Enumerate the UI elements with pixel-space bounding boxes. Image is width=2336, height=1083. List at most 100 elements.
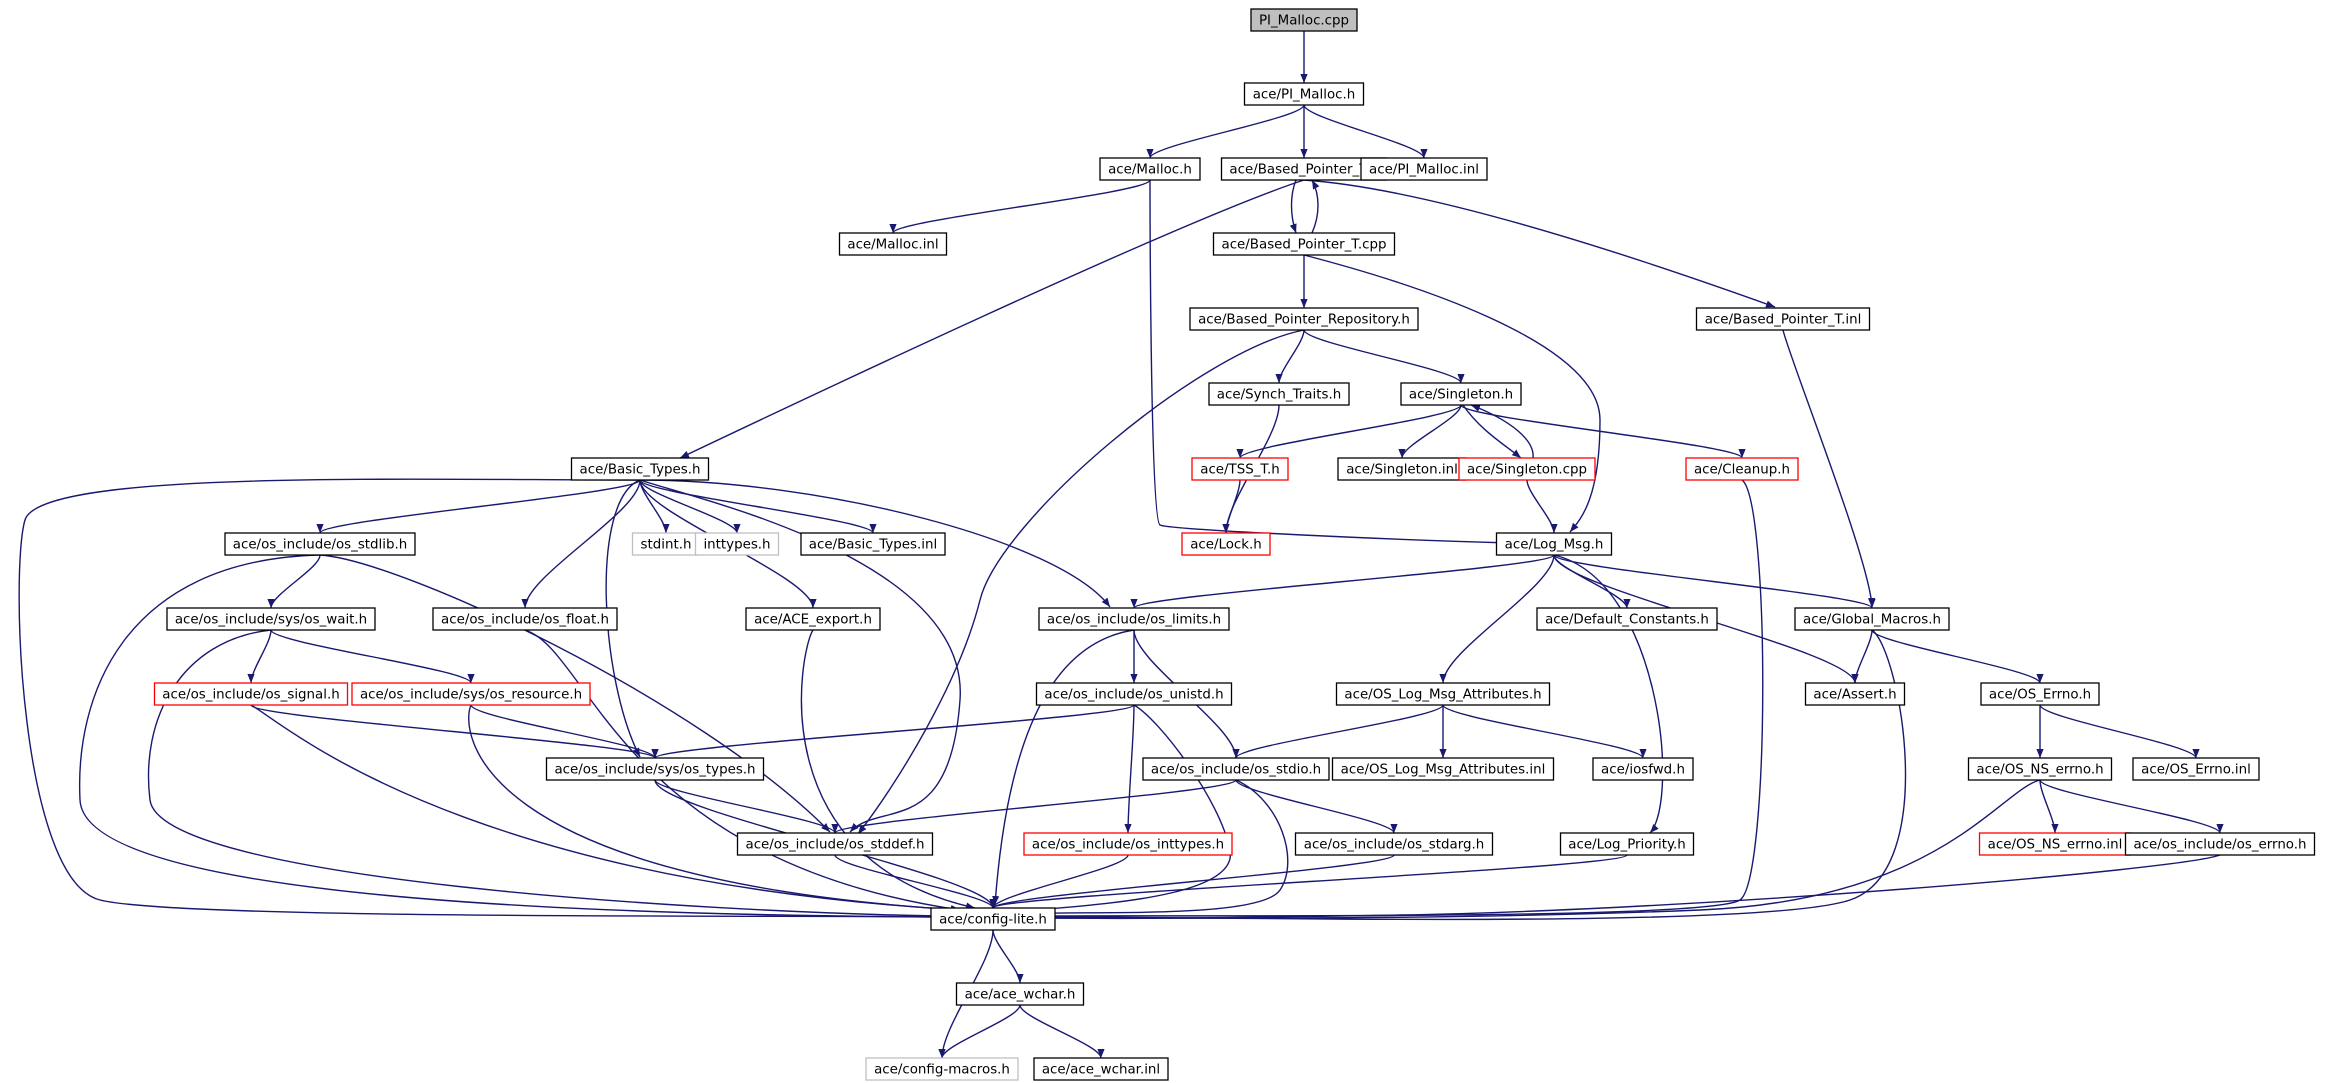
graph-node[interactable]: ace/Malloc.inl (838, 232, 948, 256)
node-label: ace/Malloc.inl (847, 238, 938, 253)
graph-node[interactable]: ace/OS_NS_errno.inl (1978, 832, 2132, 856)
graph-node[interactable]: ace/Based_Pointer_T.inl (1695, 307, 1871, 331)
graph-node[interactable]: ace/PI_Malloc.h (1243, 82, 1365, 106)
graph-node[interactable]: ace/OS_Log_Msg_Attributes.inl (1331, 757, 1555, 781)
graph-node[interactable]: ace/ace_wchar.inl (1033, 1057, 1169, 1081)
node-label: stdint.h (641, 538, 692, 553)
node-label: ace/Basic_Types.inl (809, 538, 937, 553)
graph-node[interactable]: ace/Singleton.cpp (1458, 457, 1596, 481)
graph-node[interactable]: ace/Based_Pointer_T.h (1220, 157, 1388, 181)
graph-node[interactable]: ace/Malloc.h (1099, 157, 1201, 181)
dependency-edge (1553, 554, 1631, 609)
node-box (865, 1057, 1019, 1081)
graph-node[interactable]: ace/Global_Macros.h (1794, 607, 1950, 631)
graph-node[interactable]: ace/os_include/sys/os_wait.h (166, 607, 376, 631)
dependency-edge (1553, 554, 1664, 834)
node-label: ace/PI_Malloc.inl (1369, 163, 1479, 178)
dependency-edge (1303, 179, 1776, 308)
graph-node[interactable]: ace/ace_wchar.h (955, 982, 1085, 1006)
node-box (2124, 832, 2316, 856)
dependency-edge (1289, 179, 1297, 234)
graph-node[interactable]: ace/Basic_Types.h (570, 457, 710, 481)
graph-node[interactable]: ace/Assert.h (1804, 682, 1906, 706)
graph-node[interactable]: ace/Based_Pointer_Repository.h (1189, 307, 1419, 331)
dependency-edge (1236, 404, 1462, 459)
node-box (1967, 757, 2113, 781)
node-label: ace/Default_Constants.h (1545, 613, 1709, 628)
dependency-edge (639, 479, 741, 534)
node-box (1592, 757, 1694, 781)
dependency-edge (800, 629, 976, 910)
node-label: ace/OS_NS_errno.h (1976, 763, 2103, 778)
graph-node[interactable]: ace/os_include/os_stddef.h (736, 832, 934, 856)
graph-node: ace/config-macros.h (865, 1057, 1019, 1081)
graph-node[interactable]: ace/Default_Constants.h (1536, 607, 1718, 631)
dependency-edge (651, 704, 1135, 759)
node-box (1980, 682, 2100, 706)
node-label: ace/OS_Errno.h (1989, 688, 2091, 703)
graph-node[interactable]: ace/OS_Log_Msg_Attributes.h (1335, 682, 1551, 706)
graph-node[interactable]: ace/os_include/os_unistd.h (1035, 682, 1233, 706)
node-label: ace/Based_Pointer_T.inl (1705, 313, 1862, 328)
graph-node[interactable]: ace/Singleton.h (1400, 382, 1522, 406)
node-box (1495, 532, 1613, 556)
graph-node[interactable]: ace/Based_Pointer_T.cpp (1212, 232, 1396, 256)
graph-node[interactable]: ace/os_include/os_inttypes.h (1023, 832, 1233, 856)
graph-node[interactable]: ace/OS_NS_errno.h (1967, 757, 2113, 781)
node-label: ace/os_include/os_stdlib.h (233, 538, 407, 553)
graph-node: inttypes.h (694, 532, 780, 556)
graph-node[interactable]: ace/os_include/os_signal.h (153, 682, 349, 706)
dependency-edge (1235, 779, 1398, 834)
node-box (432, 607, 618, 631)
node-box (1181, 532, 1271, 556)
node-box (570, 457, 710, 481)
dependency-edge (1044, 479, 1764, 920)
graph-node[interactable]: ace/os_include/sys/os_resource.h (351, 682, 591, 706)
graph-node[interactable]: ace/OS_Errno.inl (2132, 757, 2260, 781)
node-label: ace/os_include/sys/os_types.h (554, 763, 755, 778)
graph-node[interactable]: ace/Cleanup.h (1685, 457, 1799, 481)
node-label: ace/OS_Log_Msg_Attributes.h (1344, 688, 1541, 703)
graph-node[interactable]: ace/PI_Malloc.inl (1360, 157, 1488, 181)
node-box (1033, 1057, 1169, 1081)
graph-node[interactable]: ace/os_include/os_stdio.h (1142, 757, 1330, 781)
graph-node[interactable]: ace/os_include/os_float.h (432, 607, 618, 631)
node-box (694, 532, 780, 556)
dependency-edge (889, 179, 1151, 234)
graph-node: stdint.h (631, 532, 701, 556)
graph-node[interactable]: ace/Singleton.inl (1337, 457, 1467, 481)
node-box (1035, 682, 1233, 706)
node-box (955, 982, 1085, 1006)
graph-node[interactable]: ace/os_include/sys/os_types.h (545, 757, 765, 781)
graph-node[interactable]: ace/os_include/os_stdlib.h (224, 532, 416, 556)
graph-node[interactable]: ace/Log_Priority.h (1559, 832, 1695, 856)
graph-node[interactable]: PI_Malloc.cpp (1250, 8, 1358, 32)
graph-node[interactable]: ace/Synch_Traits.h (1208, 382, 1350, 406)
graph-node[interactable]: ace/Lock.h (1181, 532, 1271, 556)
dependency-edge (992, 629, 1135, 906)
node-box (1804, 682, 1906, 706)
node-label: ace/os_include/sys/os_resource.h (360, 688, 582, 703)
node-box (930, 907, 1056, 931)
graph-node[interactable]: ace/os_include/os_limits.h (1038, 607, 1230, 631)
graph-node[interactable]: ace/iosfwd.h (1592, 757, 1694, 781)
graph-node[interactable]: ace/TSS_T.h (1191, 457, 1289, 481)
node-box (1250, 8, 1358, 32)
dependency-edge (639, 479, 877, 534)
node-box (2132, 757, 2260, 781)
graph-node[interactable]: ace/config-lite.h (930, 907, 1056, 931)
graph-node[interactable]: ace/os_include/os_stdarg.h (1294, 832, 1494, 856)
dependency-edge (270, 629, 475, 684)
graph-node[interactable]: ace/Basic_Types.inl (800, 532, 946, 556)
node-label: ace/config-lite.h (939, 913, 1047, 928)
node-box (166, 607, 376, 631)
graph-node[interactable]: ace/os_include/os_errno.h (2124, 832, 2316, 856)
node-label: ace/OS_Errno.inl (2141, 763, 2251, 778)
dependency-edge (1275, 329, 1305, 384)
dependency-edge (1851, 629, 1873, 684)
graph-node[interactable]: ace/OS_Errno.h (1980, 682, 2100, 706)
node-label: ace/Assert.h (1813, 688, 1896, 703)
graph-node[interactable]: ace/ACE_export.h (745, 607, 881, 631)
graph-node[interactable]: ace/Log_Msg.h (1495, 532, 1613, 556)
